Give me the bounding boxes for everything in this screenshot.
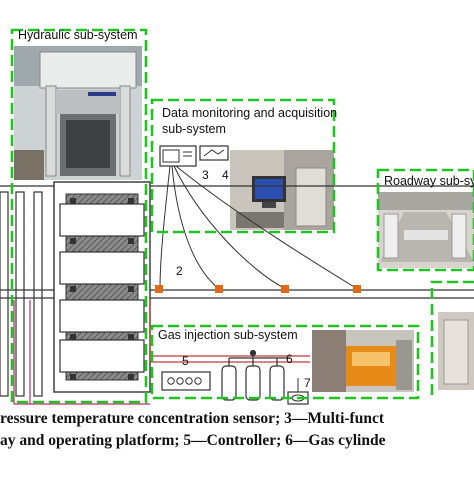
gas-photo — [312, 330, 414, 392]
caption-line-1: ressure temperature concentration sensor… — [0, 410, 384, 427]
roadway-photo — [378, 192, 474, 268]
monitoring-frame — [150, 98, 336, 234]
number-3: 3 — [202, 168, 209, 182]
sensors — [155, 285, 361, 293]
monitoring-photo — [230, 150, 334, 230]
number-5: 5 — [182, 354, 189, 368]
gas-piping — [149, 300, 310, 363]
acquisition-instrument — [159, 145, 197, 167]
gas-cylinders — [221, 349, 290, 401]
label-monitoring-line1: Data monitoring and acquisition — [162, 106, 338, 120]
hydraulic-photo — [14, 46, 142, 180]
display-platform — [199, 145, 229, 161]
label-roadway-subsystem: Roadway sub-sy — [384, 174, 474, 188]
sensor-wires — [159, 165, 357, 289]
gas-frame — [150, 324, 420, 400]
caption-line-2: ay and operating platform; 5—Controller;… — [0, 432, 386, 449]
number-6: 6 — [286, 352, 293, 366]
number-2: 2 — [176, 264, 183, 278]
right-bottom-photo — [438, 312, 474, 390]
label-monitoring-line2: sub-system — [162, 122, 226, 136]
controller — [161, 371, 211, 391]
number-4: 4 — [222, 168, 229, 182]
label-hydraulic-subsystem: Hydraulic sub-system — [18, 28, 138, 42]
number-7: 7 — [304, 376, 311, 390]
control-wires — [13, 300, 150, 405]
roadway-frame — [376, 168, 474, 272]
subsystem-frames — [10, 28, 474, 404]
hydraulic-frame — [10, 28, 148, 404]
left-rails — [0, 191, 43, 397]
right-bottom-frame — [430, 280, 474, 400]
loading-frame — [53, 181, 151, 393]
label-gas-subsystem: Gas injection sub-system — [158, 328, 298, 342]
